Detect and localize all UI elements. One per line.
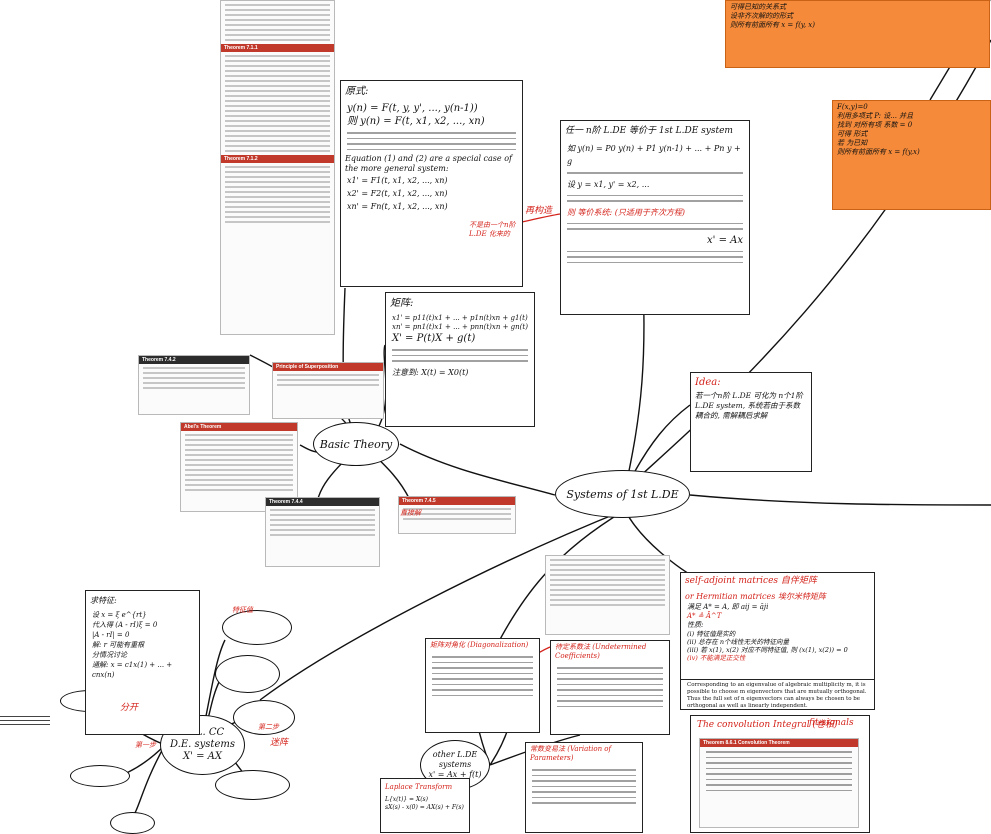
card-theorem-744: Theorem 7.4.4 <box>265 497 380 567</box>
theorem-header: Theorem 7.4.2 <box>139 356 249 364</box>
selfadj-printed-note: Corresponding to an eigenvalue of algebr… <box>680 680 875 710</box>
matrix-row-1: x1' = p11(t)x1 + ... + p1n(t)xn + g1(t) <box>392 314 528 322</box>
card-superposition: Principle of Superposition <box>272 362 384 419</box>
transform-eq2: 则 y(n) = F(t, x1, x2, ..., xn) <box>347 116 485 127</box>
matrix-row-2: xn' = pn1(t)x1 + ... + pnn(t)xn + gn(t) <box>392 323 528 331</box>
convolution-side: fit-signals <box>809 718 854 728</box>
card-theorem-745: Theorem 7.4.5 <box>398 496 516 534</box>
note-laplace: Laplace Transform L{x(t)} = X(s) sX(s) -… <box>380 778 470 833</box>
convolution-title: The convolution Integral (卷积) <box>697 720 838 730</box>
selfadj-row-1: 满足 A* = A, 即 aij = āji <box>687 603 769 611</box>
note-variation: 常数变易法 (Variation of Parameters) <box>525 742 643 833</box>
theorem-header: Abel's Theorem <box>181 423 297 431</box>
note-matrix: 矩阵: x1' = p11(t)x1 + ... + p1n(t)xn + g1… <box>385 292 535 427</box>
matrix-row-3: X' = P(t)X + g(t) <box>392 333 476 344</box>
bubble-left-3[interactable] <box>110 812 155 834</box>
theorem-header: Theorem 7.1.1 <box>221 44 334 52</box>
nth-order-row-2: 设 y = x1, y' = x2, ... <box>567 179 650 189</box>
note-solve: 求特征: 设 x = ξ e^{rt} 代入得 (A - rI)ξ = 0 |A… <box>85 590 200 735</box>
label-equivalent: 再构造 <box>525 206 553 216</box>
selfadj-row-5: (ii) 总存在 n个线性无关的特征向量 <box>687 638 790 646</box>
solve-row-3: |A - rI| = 0 <box>92 631 130 639</box>
nth-order-title: 任一 n阶 L.DE 等价于 1st L.DE system <box>565 126 733 136</box>
bubble-case-3[interactable] <box>233 700 295 735</box>
general-system-text: Equation (1) and (2) are a special case … <box>345 154 512 173</box>
solve-title: 求特征: <box>90 596 117 605</box>
card-abel: Abel's Theorem <box>180 422 298 512</box>
selfadj-row-3: 性质: <box>687 621 704 629</box>
selfadj-title: self-adjoint matrices 自伴矩阵 <box>685 576 817 586</box>
selfadj-sub: or Hermitian matrices 埃尔米特矩阵 <box>685 592 826 601</box>
transform-eq1: y(n) = F(t, y, y', ..., y(n-1)) <box>347 103 478 114</box>
nth-order-row-4: x' = Ax <box>707 234 743 246</box>
note-self-adjoint: self-adjoint matrices 自伴矩阵 or Hermitian … <box>680 572 875 680</box>
selfadj-row-6: (iii) 若 x(1), x(2) 对应不同特征值, 则 (x(1), x(2… <box>687 646 848 654</box>
label-eigen: 特征值 <box>232 606 253 614</box>
selfadj-row-7: (iv) 不能满足正交性 <box>687 654 746 662</box>
theorem-header: Theorem 7.1.2 <box>221 155 334 163</box>
selfadj-row-2: A* ≜ Ā^T <box>687 612 722 620</box>
general-row-1: x1' = F1(t, x1, x2, ..., xn) <box>347 176 448 185</box>
card-theorem-742: Theorem 7.4.2 <box>138 355 250 415</box>
theorem-header: Theorem 8.6.1 Convolution Theorem <box>700 739 858 747</box>
general-row-3: xn' = Fn(t, x1, x2, ..., xn) <box>347 202 448 211</box>
laplace-row-2: sX(s) - x(0) = AX(s) + F(s) <box>385 804 464 811</box>
textbook-page-undetermined <box>545 555 670 635</box>
idea-title: Idea: <box>695 377 721 388</box>
bubble-case-4[interactable] <box>215 770 290 800</box>
solve-row-5: 分情况讨论 <box>92 651 127 659</box>
laplace-row-1: L{x(t)} = X(s) <box>385 796 428 803</box>
nth-order-row-1: 如 y(n) = P0 y(n) + P1 y(n-1) + ... + Pn … <box>567 144 741 166</box>
note-idea: Idea: 若一个n阶 L.DE 可化为 n个1阶 L.DE system, 系… <box>690 372 812 472</box>
general-row-2: x2' = F2(t, x1, x2, ..., xn) <box>347 189 448 198</box>
orange-note-top-text: 可得已知的关系式 设非齐次解的的形式 则所有前面所有 x = f(y, x) <box>730 3 815 29</box>
theorem-header: Theorem 7.4.4 <box>266 498 379 506</box>
selfadj-row-4: (i) 特征值是实的 <box>687 630 736 638</box>
matrix-title: 矩阵: <box>390 298 414 309</box>
note-nth-order: 任一 n阶 L.DE 等价于 1st L.DE system 如 y(n) = … <box>560 120 750 315</box>
solve-row-6: 通解: x = c1x(1) + ... + cnx(n) <box>92 661 173 679</box>
convolution-theorem-card: Theorem 8.6.1 Convolution Theorem <box>699 738 859 828</box>
theorem-header: Principle of Superposition <box>273 363 383 371</box>
note-undetermined: 待定系数法 (Undetermined Coefficients) <box>550 640 670 735</box>
bubble-left-2[interactable] <box>70 765 130 787</box>
note-diagonalization: 矩阵对角化 (Diagonalization) <box>425 638 540 733</box>
orange-note-right: F(x,y)=0 利用多项式 P: 设... 并且 找到 对所有项 系数 = 0… <box>832 100 991 210</box>
bubble-case-2[interactable] <box>215 655 280 693</box>
label-step1: 第一步 <box>135 741 156 749</box>
transform-label: 原式: <box>345 86 369 97</box>
solve-row-2: 代入得 (A - rI)ξ = 0 <box>92 621 158 629</box>
solve-row-4: 解: r 可能有重根 <box>92 641 145 649</box>
idea-text: 若一个n阶 L.DE 可化为 n个1阶 L.DE system, 系统若由于系数… <box>695 391 803 420</box>
label-answer: 直接解 <box>400 509 421 517</box>
theorem-header: Theorem 7.4.5 <box>399 497 515 505</box>
left-edge-note <box>0 713 50 728</box>
solve-row-1: 设 x = ξ e^{rt} <box>92 611 147 619</box>
general-side-note: 不是由一个n阶 L.DE 化来的 <box>469 221 516 238</box>
note-transform: 原式: y(n) = F(t, y, y', ..., y(n-1)) 则 y(… <box>340 80 523 287</box>
bubble-case-1[interactable] <box>222 610 292 645</box>
note-convolution: The convolution Integral (卷积) fit-signal… <box>690 715 870 833</box>
node-basic-theory[interactable]: Basic Theory <box>313 422 399 466</box>
variation-title: 常数变易法 (Variation of Parameters) <box>530 745 612 762</box>
diag-title: 矩阵对角化 (Diagonalization) <box>430 641 529 649</box>
orange-note-right-text: F(x,y)=0 利用多项式 P: 设... 并且 找到 对所有项 系数 = 0… <box>837 103 920 156</box>
node-hlcc[interactable]: H. L. CC D.E. systems X' = AX <box>160 715 245 775</box>
label-link: 迷阵 <box>270 738 289 748</box>
label-step2: 第二步 <box>258 723 279 731</box>
nth-order-row-3: 则 等价系统: (只适用于齐次方程) <box>567 207 686 217</box>
textbook-page-theorem-711: Theorem 7.1.1 Theorem 7.1.2 <box>220 0 335 335</box>
node-systems[interactable]: Systems of 1st L.DE <box>555 470 690 518</box>
laplace-title: Laplace Transform <box>385 783 453 791</box>
orange-note-top: 可得已知的关系式 设非齐次解的的形式 则所有前面所有 x = f(y, x) <box>725 0 990 68</box>
undetermined-title: 待定系数法 (Undetermined Coefficients) <box>555 643 647 660</box>
label-separate: 分开 <box>120 703 139 713</box>
matrix-row-4: 注意到: X(t) = X0(t) <box>392 367 469 377</box>
